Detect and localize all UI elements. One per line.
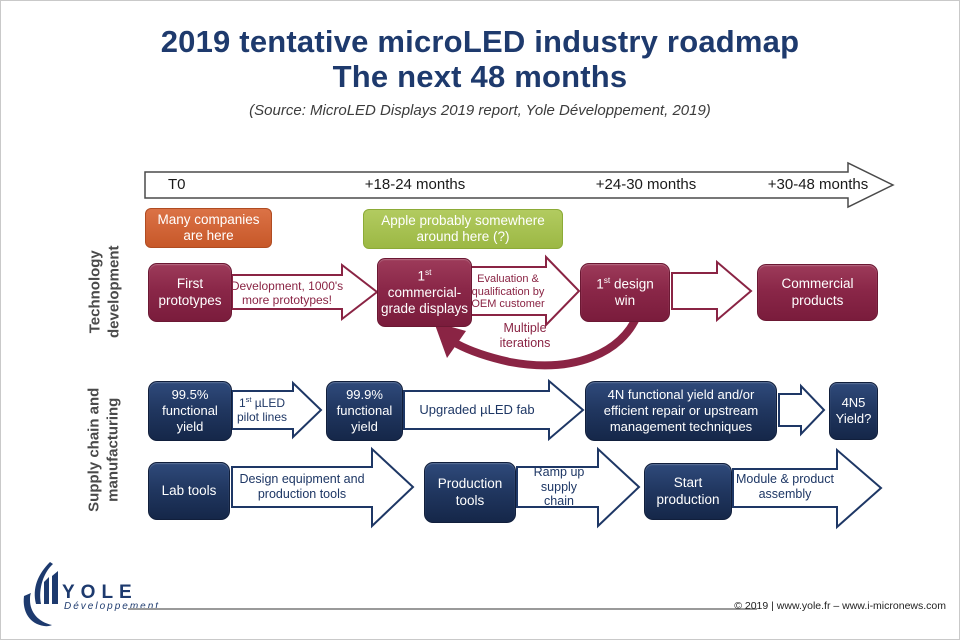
multiple-iterations-label: Multiple iterations <box>490 321 560 351</box>
eval-arrow-label: Evaluation & qualification by OEM custom… <box>468 271 548 313</box>
iteration-curve-arrowhead <box>434 322 466 358</box>
dev-arrow-shape <box>231 262 379 322</box>
tech-plain-arrow-shape <box>671 259 753 323</box>
callout-apple-line1: Apple probably somewhere <box>381 212 545 228</box>
yole-logo-icon <box>23 562 58 627</box>
box-commercial-grade-line2: commercial- <box>387 285 462 301</box>
box-yield-4n-line3: management techniques <box>609 418 753 434</box>
box-commercial-products: Commercial products <box>757 264 878 321</box>
design-arrow-line2: production tools <box>257 487 347 501</box>
box-yield-4n5-line1: 4N5 <box>841 395 866 411</box>
pilot-arrow-shape <box>231 380 323 440</box>
box-yield-999-line2: functional <box>336 403 393 419</box>
ramp-arrow-shape <box>516 446 641 529</box>
source-caption: (Source: MicroLED Displays 2019 report, … <box>249 101 711 119</box>
box-production-tools: Production tools <box>424 462 516 523</box>
box-yield-999-line3: yield <box>351 418 378 434</box>
timeline-label-30-48: +30-48 months <box>767 176 869 193</box>
timeline-label-t0: T0 <box>168 176 186 193</box>
box-production-tools-line2: tools <box>455 492 485 508</box>
eval-arrow-line3: OEM customer <box>471 298 545 311</box>
eval-arrow-line1: Evaluation & <box>477 272 539 285</box>
ramp-arrow-label: Ramp up supply chain <box>514 465 604 509</box>
box-first-design-win-line2: win <box>614 293 636 309</box>
row-label-technology-line2: development <box>105 245 122 339</box>
design-arrow-line1: Design equipment and <box>239 472 365 487</box>
upgraded-arrow-line1: Upgraded µLED fab <box>419 402 535 418</box>
box-yield-995: 99.5% functional yield <box>148 381 232 441</box>
box-lab-tools: Lab tools <box>148 462 230 520</box>
dev-arrow-line2: more prototypes! <box>241 293 333 307</box>
timeline-arrow <box>144 161 895 209</box>
module-arrow-line1: Module & product <box>736 472 834 487</box>
module-arrow-line2: assembly <box>758 487 812 501</box>
box-commercial-products-line1: Commercial <box>781 276 854 292</box>
title-block: 2019 tentative microLED industry roadmap… <box>0 24 960 119</box>
box-yield-4n5-line2: Yield? <box>835 411 872 426</box>
box-first-design-win: 1st design win <box>580 263 670 322</box>
callout-many-companies: Many companies are here <box>145 208 272 248</box>
pilot-arrow-label: 1st µLED pilot lines <box>231 392 293 428</box>
eval-arrow-line2: qualification by <box>471 285 545 298</box>
box-yield-995-line1: 99.5% <box>171 387 209 403</box>
dev-arrow-line1: Development, 1000's <box>230 278 344 293</box>
pilot-arrow-line1: 1st µLED <box>238 394 286 410</box>
callout-many-companies-line1: Many companies <box>157 211 260 227</box>
ramp-arrow-line2: chain <box>544 494 574 509</box>
copyright-text: © 2019 | www.yole.fr – www.i-micronews.c… <box>734 600 946 612</box>
box-production-tools-line1: Production <box>437 476 503 492</box>
box-first-design-win-line1: 1st design <box>596 275 654 292</box>
box-start-production: Start production <box>644 463 732 520</box>
row-label-supply-line2: manufacturing <box>104 397 121 502</box>
supply-plain-arrow-shape <box>778 383 826 437</box>
module-arrow-shape <box>732 447 883 530</box>
box-yield-995-line3: yield <box>176 418 204 434</box>
callout-apple-line2: around here (?) <box>416 229 510 244</box>
row-label-technology-line1: Technology <box>86 250 104 334</box>
footer-divider <box>128 608 757 610</box>
box-yield-4n-line1: 4N functional yield and/or <box>607 387 755 403</box>
row-label-technology: Technology development <box>86 237 124 347</box>
box-lab-tools-line1: Lab tools <box>161 482 217 498</box>
box-yield-4n: 4N functional yield and/or efficient rep… <box>585 381 777 441</box>
box-first-prototypes: First prototypes <box>148 263 232 322</box>
upgraded-arrow-label: Upgraded µLED fab <box>406 400 548 420</box>
box-yield-4n-line2: efficient repair or upstream <box>603 403 759 419</box>
pilot-arrow-line2: pilot lines <box>236 410 288 424</box>
timeline-label-24-30: +24-30 months <box>595 176 697 193</box>
multiple-iterations-line1: Multiple <box>503 321 547 336</box>
timeline-label-18-24: +18-24 months <box>364 176 466 193</box>
design-arrow-shape <box>231 446 415 529</box>
page-title-line1: 2019 tentative microLED industry roadmap <box>160 24 800 59</box>
callout-many-companies-line2: are here <box>183 228 234 243</box>
callout-apple: Apple probably somewhere around here (?) <box>363 209 563 249</box>
row-label-supply: Supply chain and manufacturing <box>85 364 123 536</box>
yole-subtitle: Développement <box>64 601 161 612</box>
design-arrow-label: Design equipment and production tools <box>236 472 368 502</box>
box-yield-999-line1: 99.9% <box>346 387 383 403</box>
multiple-iterations-line2: iterations <box>499 336 551 350</box>
row-label-supply-line1: Supply chain and <box>85 387 103 512</box>
box-start-production-line2: production <box>656 491 720 507</box>
page-title-line2: The next 48 months <box>332 59 628 95</box>
iteration-curve-arrow <box>453 312 641 370</box>
box-commercial-grade-line1: 1st <box>417 267 432 284</box>
dev-arrow-label: Development, 1000's more prototypes! <box>230 279 344 307</box>
box-first-prototypes-line1: First <box>176 276 204 292</box>
box-yield-995-line2: functional <box>162 403 218 419</box>
module-arrow-label: Module & product assembly <box>733 472 837 502</box>
box-commercial-grade-line3: grade displays <box>380 301 469 317</box>
box-yield-4n5: 4N5 Yield? <box>829 382 878 440</box>
eval-arrow-shape <box>470 254 581 328</box>
ramp-arrow-line1: Ramp up supply <box>533 464 585 494</box>
box-first-prototypes-line2: prototypes <box>158 292 222 308</box>
box-start-production-line1: Start <box>673 475 703 491</box>
box-yield-999: 99.9% functional yield <box>326 381 403 441</box>
upgraded-arrow-shape <box>403 378 585 442</box>
yole-wordmark: YOLE <box>62 582 138 603</box>
box-commercial-products-line2: products <box>791 292 844 308</box>
box-commercial-grade-displays: 1st commercial- grade displays <box>377 258 472 327</box>
